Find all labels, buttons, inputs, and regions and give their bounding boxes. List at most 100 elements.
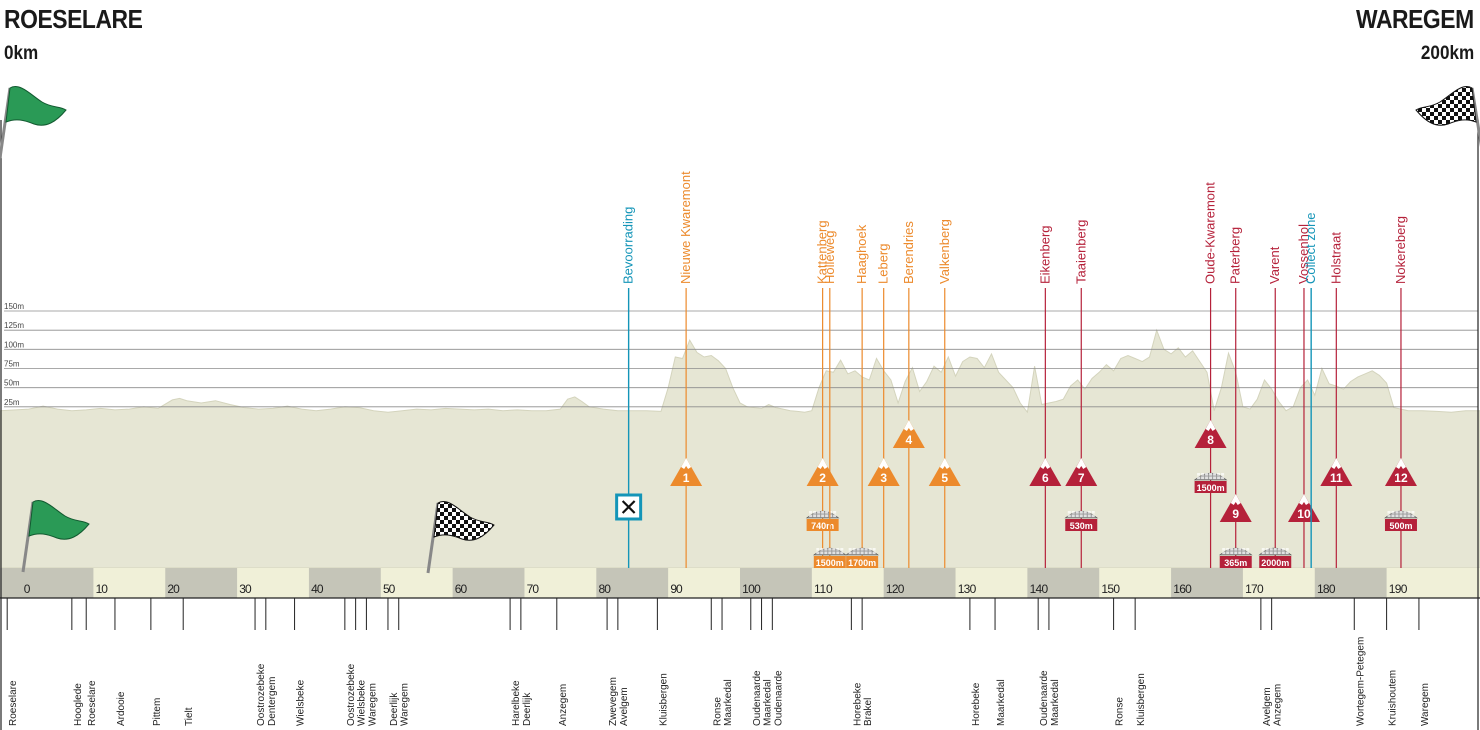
cobblestone (1213, 476, 1217, 480)
mountain-peak-icon (939, 458, 950, 469)
cobblestone (832, 548, 836, 551)
mountain-peak-icon (1076, 458, 1087, 469)
cobblestone (1091, 511, 1095, 514)
locality-label: Maarkedal (1050, 679, 1061, 726)
climb-name: Valkenberg (937, 219, 952, 284)
locality-label: Waregem (1420, 683, 1431, 726)
mountain-peak-icon (681, 458, 692, 469)
cobbles-label-box (806, 519, 839, 531)
locality-label: Dentergem (267, 677, 278, 726)
cobbles-icon: 1500m (1193, 472, 1228, 493)
km-tick-label: 0 (24, 582, 31, 596)
climb-number: 3 (880, 471, 887, 485)
climb-number: 8 (1207, 433, 1214, 447)
cobblestone (1205, 476, 1209, 480)
cobblestone (872, 548, 876, 551)
cobblestone (1395, 514, 1399, 518)
cobblestone (1285, 551, 1289, 555)
mountain-peak-icon (817, 458, 828, 469)
service-marker: Bevoorrading (615, 207, 643, 568)
cobblestone (829, 511, 833, 514)
climb-name: Nieuwe Kwaremont (678, 171, 693, 284)
mountain-peak-icon (1395, 458, 1406, 469)
cobblestone (1242, 551, 1246, 555)
climb-triangle (928, 458, 961, 486)
flag-cloth (5, 86, 67, 126)
climb-marker: Nieuwe Kwaremont 1 (670, 171, 703, 568)
cobblestone (1273, 551, 1277, 555)
locality-label: Maarkedal (763, 679, 774, 726)
km-tick-label: 110 (814, 582, 833, 596)
cobblestone (820, 548, 824, 551)
climb-triangle (1219, 494, 1252, 522)
cobblestone (1391, 511, 1395, 514)
locality-label: Harelbeke (511, 680, 522, 726)
cobblestone (868, 551, 872, 555)
climb-name: Haaghoek (854, 224, 869, 284)
locality-label: Wielsbeke (357, 679, 368, 726)
cobbles-length-label: 530m (1070, 521, 1093, 531)
cobbles-label-box (1219, 556, 1252, 568)
cobblestone (1230, 551, 1234, 555)
climb-name: Leberg (876, 244, 891, 284)
cobblestone (829, 514, 833, 518)
cobblestone (1238, 548, 1242, 551)
climb-triangle (1320, 458, 1353, 486)
locality-label: Maarkedal (996, 679, 1007, 726)
cobblestone (1273, 548, 1277, 551)
climb-triangle (892, 420, 925, 448)
cobblestone (821, 511, 825, 514)
cobblestone (821, 514, 825, 518)
finish-flag-icon (426, 501, 495, 574)
cobblestone (1281, 548, 1285, 551)
cobblestone (1209, 476, 1213, 480)
cobblestone (1226, 548, 1230, 551)
locality-label: Oudenaarde (773, 670, 784, 726)
km-tick-label: 80 (598, 582, 611, 596)
climb-name: Eikenberg (1037, 225, 1052, 284)
locality-label: Ronse (1115, 697, 1126, 726)
cobbles-label-box (1384, 519, 1417, 531)
cobblestone (852, 548, 856, 551)
cobblestone (833, 511, 837, 514)
cobblestone (1087, 514, 1091, 518)
climb-name: Oude-Kwaremont (1203, 182, 1218, 284)
km-tick-label: 100 (742, 582, 761, 596)
climb-number: 1 (683, 471, 690, 485)
mountain-peak-icon (1331, 458, 1342, 469)
service-marker: Collect zone (1303, 212, 1318, 568)
cobbles-icon: 1500m (813, 547, 847, 568)
altitude-tick-label: 150m (4, 302, 24, 311)
cobblestone (836, 551, 840, 555)
flag-cloth (28, 500, 90, 540)
cobblestone (1265, 548, 1269, 551)
distance-band-shade (0, 568, 94, 598)
cobblestone (817, 511, 821, 514)
mountain-peak-icon (1230, 494, 1241, 505)
cobblestone (1201, 476, 1205, 480)
cobblestone (840, 548, 844, 551)
cobblestone (820, 551, 824, 555)
cobblestone (1197, 476, 1201, 480)
locality-label: Deerlijk (389, 692, 400, 726)
locality-label: Avelgem (619, 687, 630, 726)
cobblestone (1222, 548, 1226, 551)
climb-name: Berendries (901, 221, 916, 284)
cobblestone (1277, 551, 1281, 555)
locality-label: Brakel (863, 698, 874, 726)
locality-label: Ronse (712, 697, 723, 726)
climb-triangle (670, 458, 703, 486)
km-tick-label: 140 (1030, 582, 1049, 596)
altitude-tick-label: 75m (4, 360, 20, 369)
locality-label: Oudenaarde (1039, 670, 1050, 726)
cobblestone (848, 548, 852, 551)
cobblestone (1083, 511, 1087, 514)
cobbles-label-box (1065, 519, 1098, 531)
cobblestone (836, 548, 840, 551)
cobblestone (825, 514, 829, 518)
